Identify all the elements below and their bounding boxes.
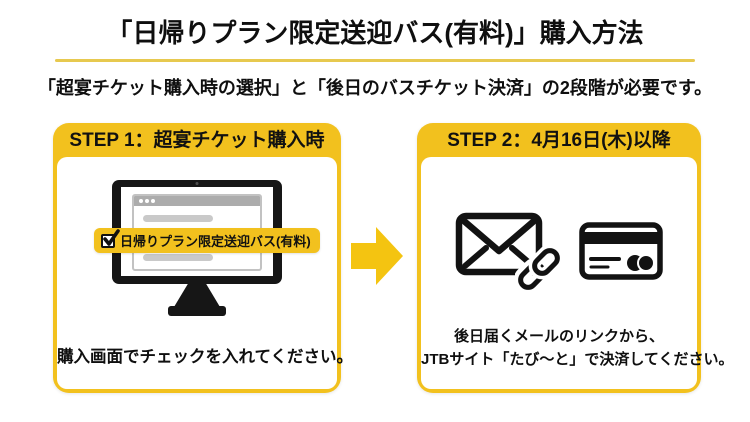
step2-icons [421,212,697,293]
step1-caption: 購入画面でチェックを入れてください。 [57,348,354,366]
link-icon [515,245,563,293]
placeholder-text-line [143,254,213,261]
step2-caption-line2: JTBサイト「たび〜と」で決済してください。 [421,350,734,368]
monitor-stand-neck [174,284,220,307]
bus-option-label: 日帰りプラン限定送迎バス(有料) [94,228,320,253]
webcam-dot [195,182,199,185]
credit-card-icon [579,222,663,280]
page-subtitle: 「超宴チケット購入時の選択」と「後日のバスチケット決済」の2段階が必要です。 [37,78,713,98]
window-dot [151,199,155,203]
monitor-illustration: 日帰りプラン限定送迎バス(有料) [94,180,320,318]
step2-caption-line1: 後日届くメールのリンクから、 [453,328,664,345]
step2-caption: 後日届くメールのリンクから、 JTBサイト「たび〜と」で決済してください。 [421,326,734,371]
title-underline [55,59,695,62]
checked-checkbox-icon [101,228,120,248]
placeholder-text-line [143,215,213,222]
window-dot [145,199,149,203]
window-dot [139,199,143,203]
step1-body: 日帰りプラン限定送迎バス(有料) 購入画面でチェックを入れてください。 [57,157,354,389]
step2-body: 後日届くメールのリンクから、 JTBサイト「たび〜と」で決済してください。 [421,157,734,389]
bus-option-label-text: 日帰りプラン限定送迎バス(有料) [120,234,311,249]
right-arrow-icon [351,227,403,285]
step1-header: STEP 1：超宴チケット購入時 [69,130,325,151]
browser-titlebar [134,196,260,206]
envelope-icon [455,212,563,293]
step2-header: STEP 2：4月16日(木)以降 [447,130,671,151]
monitor-stand-base [168,306,226,316]
step1-box: STEP 1：超宴チケット購入時 [53,123,354,393]
step2-box: STEP 2：4月16日(木)以降 [417,123,734,393]
page-title: 「日帰りプラン限定送迎バス(有料)」購入方法 [106,18,644,48]
